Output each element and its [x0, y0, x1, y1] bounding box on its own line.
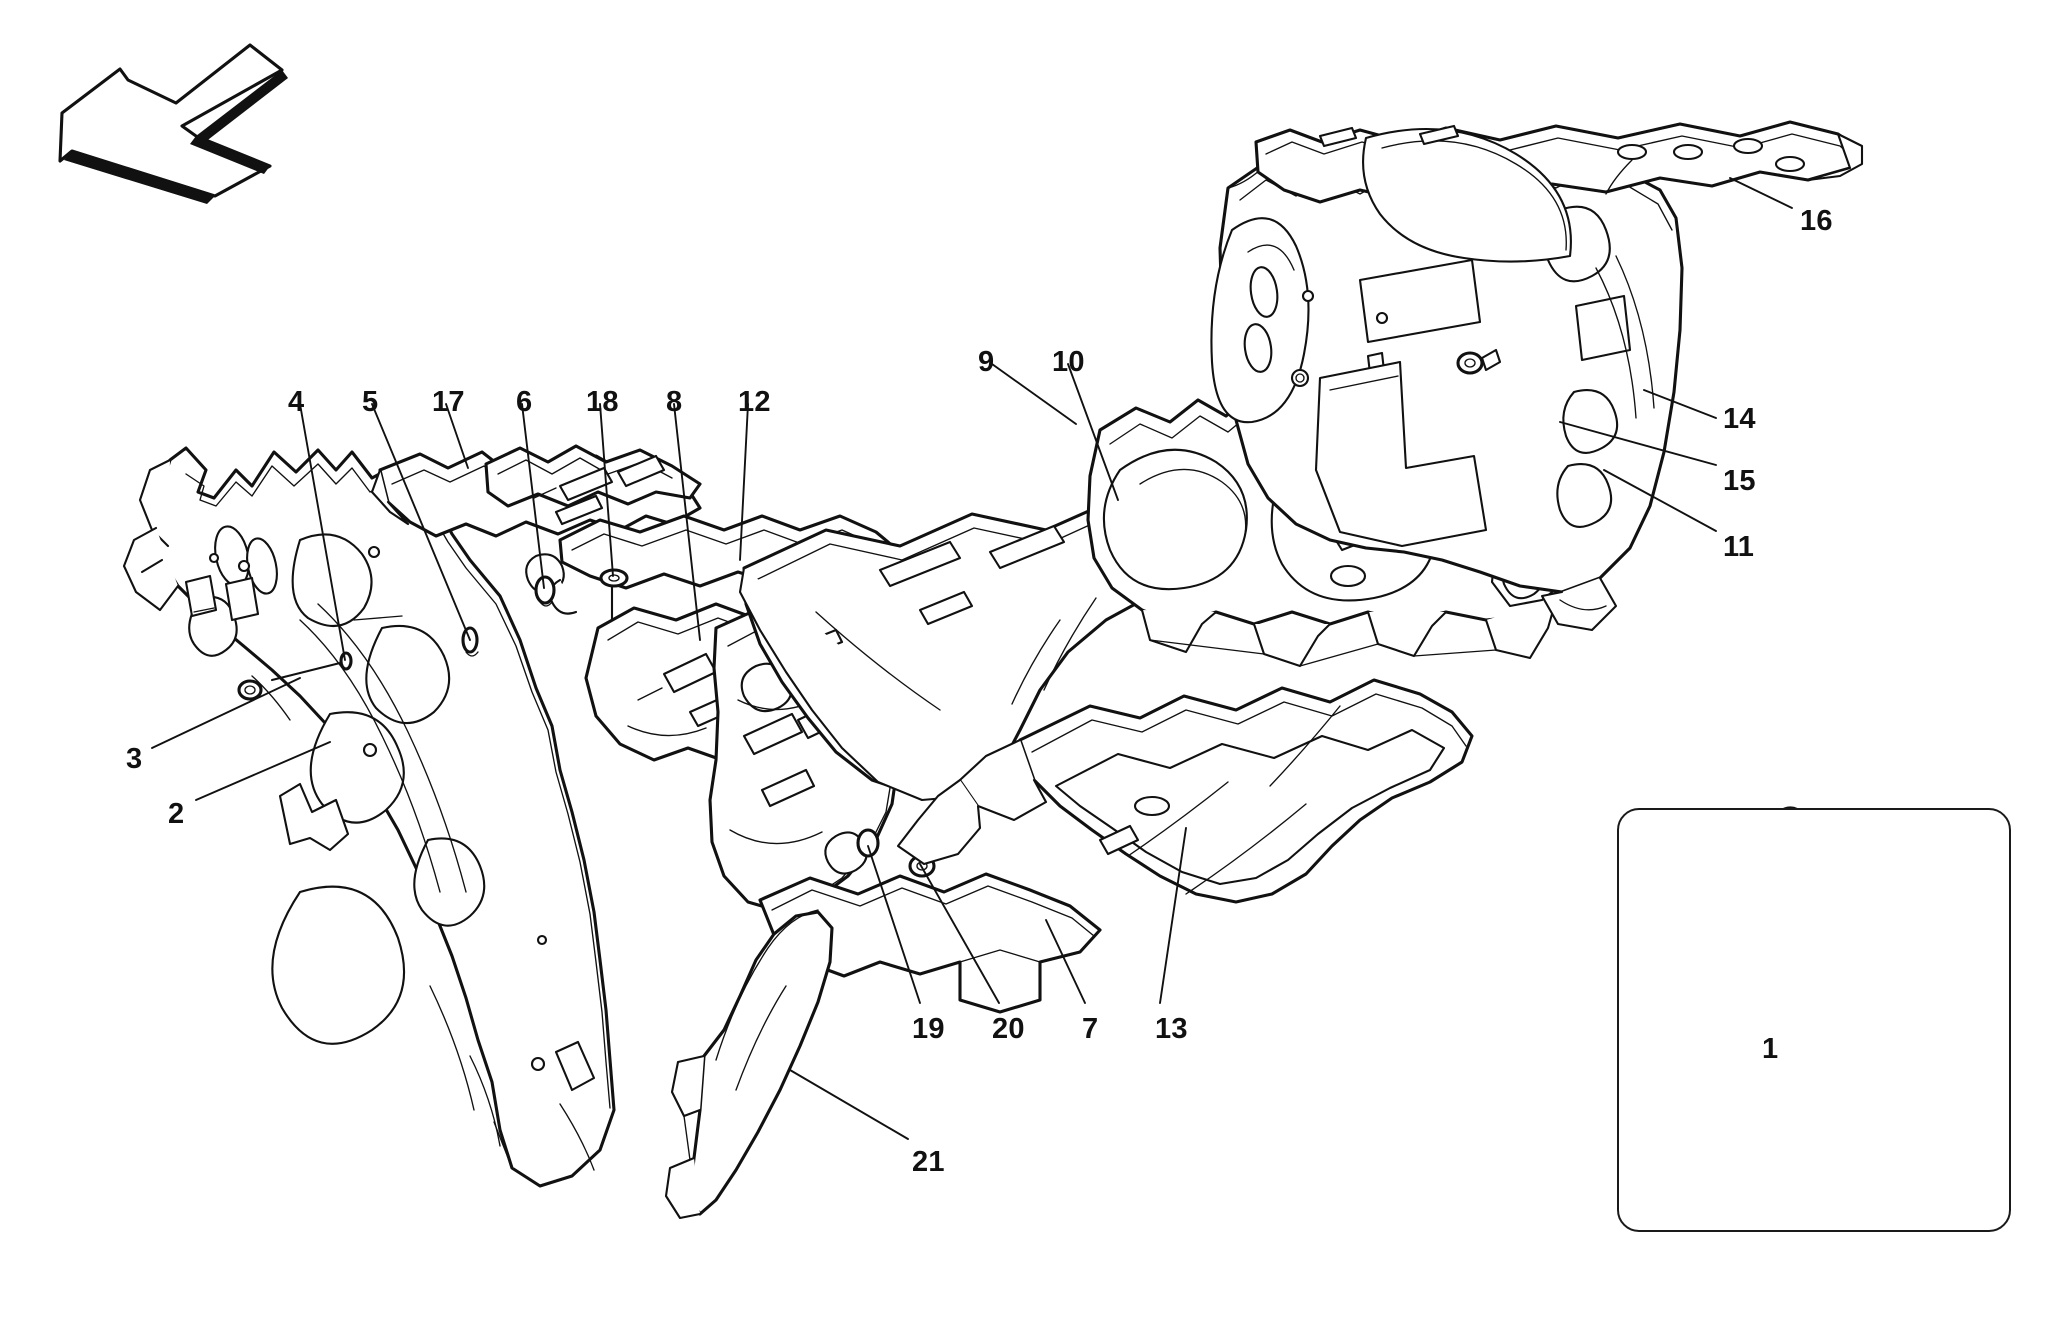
callout-13: 13: [1155, 1013, 1188, 1045]
callout-8: 8: [666, 386, 683, 418]
pedal-assembly-inset-frame: [1617, 808, 2011, 1232]
callout-17: 17: [432, 386, 465, 418]
callout-2: 2: [168, 798, 185, 830]
callout-6: 6: [516, 386, 533, 418]
callout-16: 16: [1800, 205, 1833, 237]
callout-4: 4: [288, 386, 305, 418]
direction-arrow-icon: [58, 43, 288, 204]
callout-20: 20: [992, 1013, 1025, 1045]
clip-item-19: [856, 828, 880, 858]
part-firewall-insulation: [122, 446, 616, 1188]
grommet-item-15: [1456, 348, 1502, 375]
callout-19: 19: [912, 1013, 945, 1045]
callout-5: 5: [362, 386, 379, 418]
callout-12: 12: [738, 386, 771, 418]
part-centre-tunnel-carpet: [738, 496, 1184, 802]
callout-21: 21: [912, 1146, 945, 1178]
clip-item-6: [534, 575, 556, 607]
callout-3: 3: [126, 743, 143, 775]
part-rear-bulkhead-panel: [1210, 154, 1684, 632]
part-rear-parcel-panel: [1254, 120, 1864, 263]
callout-18: 18: [586, 386, 619, 418]
part-rear-floor-carpet: [896, 678, 1474, 904]
callout-7: 7: [1082, 1013, 1099, 1045]
callout-9: 9: [978, 346, 995, 378]
grommet-item-3: [237, 679, 263, 701]
callout-14: 14: [1723, 403, 1756, 435]
callout-11: 11: [1723, 531, 1755, 563]
fastener-item-4: [270, 651, 353, 682]
callout-1: 1: [1762, 1033, 1779, 1065]
callout-15: 15: [1723, 465, 1756, 497]
callout-leader-lines: [151, 177, 1793, 1140]
callout-10: 10: [1052, 346, 1085, 378]
